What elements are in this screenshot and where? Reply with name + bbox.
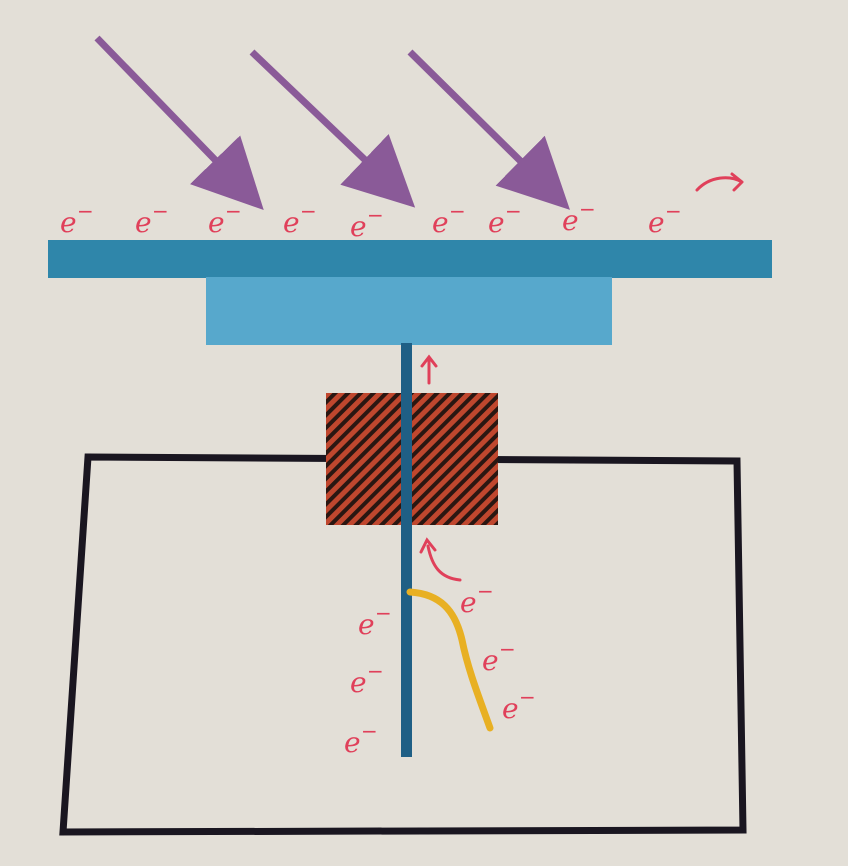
electron-label: e− [460, 579, 494, 619]
electron-symbol: e [208, 206, 225, 239]
metal-rod [401, 343, 412, 757]
light-rays [94, 35, 570, 211]
light-ray-arrow [249, 49, 416, 208]
electron-label: e− [283, 199, 317, 239]
electron-symbol: e [648, 206, 665, 239]
electron-label: e− [344, 719, 378, 759]
electron-charge: − [361, 719, 378, 743]
electron-label: e− [648, 199, 682, 239]
electron-label: e− [135, 199, 169, 239]
electron-charge: − [225, 199, 242, 223]
electron-symbol: e [488, 206, 505, 239]
electron-symbol: e [283, 206, 300, 239]
electron-charge: − [449, 199, 466, 223]
ejected-electron-arrow [695, 172, 744, 192]
electroscope-case [59, 453, 747, 836]
electron-symbol: e [482, 644, 499, 677]
plate-base [206, 277, 612, 345]
gold-leaf [406, 588, 494, 732]
electron-charge: − [665, 199, 682, 223]
electron-charge: − [300, 199, 317, 223]
upward-flow-arrow [420, 354, 438, 385]
electron-charge: − [505, 199, 522, 223]
electron-label: e− [60, 199, 94, 239]
electron-label: e− [350, 659, 384, 699]
electron-symbol: e [350, 666, 367, 699]
electron-charge: − [77, 199, 94, 223]
electron-symbol: e [460, 586, 477, 619]
electron-label: e− [350, 203, 384, 243]
electron-symbol: e [562, 204, 579, 237]
electron-symbol: e [60, 206, 77, 239]
electron-charge: − [375, 601, 392, 625]
electron-charge: − [519, 685, 536, 709]
electron-label: e− [488, 199, 522, 239]
electron-charge: − [367, 203, 384, 227]
electron-label: e− [358, 601, 392, 641]
electron-label: e− [502, 685, 536, 725]
electron-charge: − [367, 659, 384, 683]
electron-flow-arrow [419, 537, 462, 582]
electron-label: e− [208, 199, 242, 239]
electron-symbol: e [344, 726, 361, 759]
electron-symbol: e [350, 210, 367, 243]
electron-label: e− [432, 199, 466, 239]
electron-symbol: e [358, 608, 375, 641]
electron-charge: − [477, 579, 494, 603]
light-ray-arrow [94, 35, 264, 211]
electron-label: e− [482, 637, 516, 677]
electron-label: e− [562, 197, 596, 237]
electron-labels: e−e−e−e−e−e−e−e−e−e−e−e−e−e−e− [60, 197, 682, 759]
electron-symbol: e [135, 206, 152, 239]
light-ray-arrow [407, 49, 570, 210]
top-metal-plate [48, 240, 772, 278]
electron-charge: − [499, 637, 516, 661]
electron-symbol: e [432, 206, 449, 239]
electron-charge: − [579, 197, 596, 221]
electron-charge: − [152, 199, 169, 223]
electron-symbol: e [502, 692, 519, 725]
